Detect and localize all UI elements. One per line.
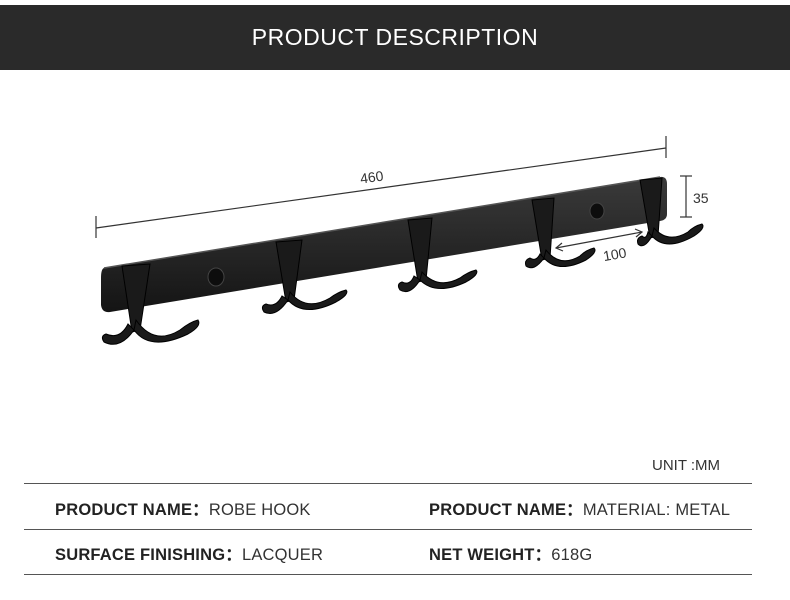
height-dimension-line [680,175,692,218]
table-divider [24,574,752,575]
rail [101,176,667,313]
hook-icon [637,177,704,247]
height-dimension-label: 35 [693,190,709,206]
spec-label: SURFACE FINISHING： [55,546,242,564]
spec-net-weight: NET WEIGHT：618G [429,541,592,565]
hook-icon [525,197,596,269]
spec-surface-finishing: SURFACE FINISHING：LACQUER [55,541,323,565]
screw-icon [207,202,605,287]
table-divider [24,483,752,484]
spacing-dimension-line [554,228,644,252]
spec-material: PRODUCT NAME：MATERIAL: METAL [429,496,730,520]
length-dimension-label: 460 [359,167,385,186]
hook-icon [261,239,348,314]
spec-label: NET WEIGHT： [429,546,552,564]
spec-label: PRODUCT NAME： [429,501,583,519]
spec-value: MATERIAL: METAL [582,501,731,519]
spec-value: LACQUER [241,546,324,564]
unit-label: UNIT :MM [652,457,721,474]
table-divider [24,529,752,530]
spec-value: ROBE HOOK [208,501,311,519]
spec-value: 618G [551,546,593,564]
spacing-dimension-label: 100 [602,244,628,264]
robe-hook-rail-icon: 460 35 [95,136,709,345]
length-dimension-line [95,136,667,238]
page-title: PRODUCT DESCRIPTION [251,24,539,50]
hook-icon [101,263,200,345]
hook-icon [397,217,478,293]
header-banner: PRODUCT DESCRIPTION [0,5,790,70]
spec-product-name: PRODUCT NAME：ROBE HOOK [55,496,311,520]
spec-label: PRODUCT NAME： [55,501,209,519]
